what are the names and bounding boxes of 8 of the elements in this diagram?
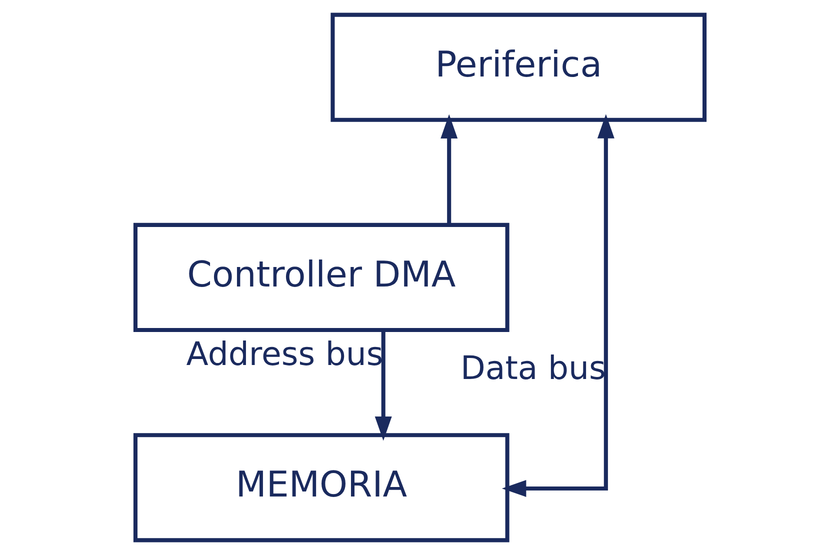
edge-label: Data bus [460,349,606,388]
arrow [374,330,392,441]
node-box: MEMORIA [133,433,510,542]
arrow [502,114,614,497]
node-box: Controller DMA [133,222,510,332]
node-box: Periferica [330,12,707,122]
arrow [440,114,458,224]
edge-label: Address bus [186,334,384,373]
